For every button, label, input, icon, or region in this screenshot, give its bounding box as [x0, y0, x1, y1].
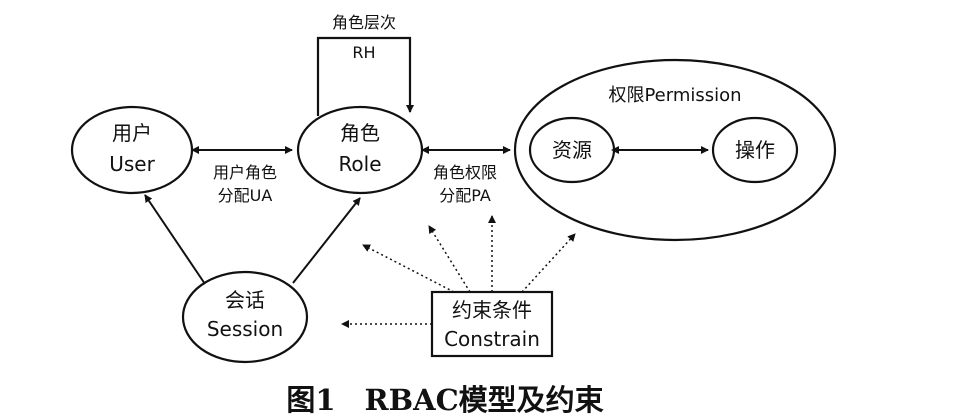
constraint-to-permission-right-arrow [521, 233, 576, 293]
role-hierarchy-loop [316, 36, 414, 116]
user-role-assignment-code: 分配UA [218, 186, 273, 205]
operation-node: 操作 [711, 116, 799, 184]
constraint-arrows [341, 215, 576, 328]
role-label-en: Role [338, 152, 381, 176]
constraint-box: 约束条件 Constrain [430, 290, 554, 358]
session-to-user-edge [144, 194, 206, 285]
constraint-to-role-arrow [362, 244, 455, 293]
role-permission-assignment-label: 角色权限 [433, 163, 497, 182]
user-role-assignment-label: 用户角色 [213, 163, 277, 182]
session-node: 会话 Session [181, 270, 309, 364]
permission-node: 权限Permission [513, 58, 837, 242]
constraint-label-en: Constrain [444, 327, 540, 351]
role-hierarchy-code: RH [352, 43, 375, 62]
operation-label: 操作 [735, 138, 775, 162]
constraint-label-cn: 约束条件 [452, 298, 532, 322]
figure-caption: 图1 RBAC模型及约束 [286, 383, 603, 417]
user-label-cn: 用户 [112, 121, 152, 145]
user-node: 用户 User [70, 105, 194, 195]
role-label-cn: 角色 [340, 121, 380, 145]
resource-node: 资源 [528, 116, 616, 184]
role-node: 角色 Role [296, 105, 424, 195]
role-permission-assignment-code: 分配PA [439, 186, 491, 205]
session-to-role-edge [292, 197, 361, 284]
role-hierarchy-label: 角色层次 [332, 13, 396, 32]
permission-title: 权限Permission [608, 85, 741, 106]
session-label-cn: 会话 [225, 288, 265, 312]
session-label-en: Session [207, 317, 283, 341]
resource-label: 资源 [552, 138, 592, 162]
user-label-en: User [109, 152, 155, 176]
